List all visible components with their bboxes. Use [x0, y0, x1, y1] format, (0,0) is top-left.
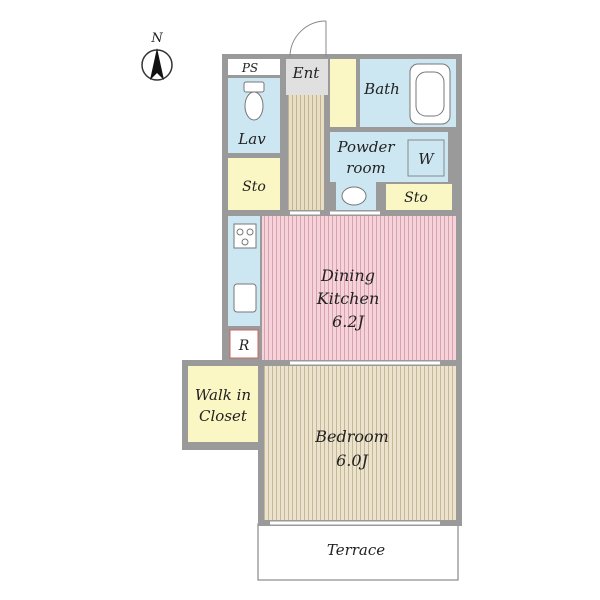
dining-label-line2: Kitchen: [316, 289, 380, 308]
storage-right: [386, 184, 452, 210]
north-arrow-icon: N: [141, 31, 173, 81]
stove-icon: [233, 223, 257, 249]
walkin-label-line2: Closet: [199, 407, 248, 425]
dining-size-label: 6.2J: [332, 312, 365, 331]
kitchen-sink-icon: [233, 283, 257, 313]
toilet-icon: [243, 81, 265, 121]
walk-in-closet: [188, 366, 258, 442]
w-label: W: [418, 150, 435, 168]
washer-slot: [407, 139, 445, 177]
storage-left: [228, 158, 280, 210]
bedroom-size-label: 6.0J: [336, 451, 369, 470]
sto-left-label: Sto: [242, 179, 266, 195]
sto-right-label: Sto: [404, 190, 428, 206]
ps-shaft: [228, 59, 280, 75]
shoe-closet: [330, 59, 356, 127]
corridor: [288, 95, 324, 210]
entrance: [286, 59, 328, 95]
sink-icon: [336, 182, 376, 210]
powder-label-line1: Powder: [336, 138, 395, 156]
bedroom-label: Bedroom: [314, 427, 389, 446]
entrance-door-swing: [289, 20, 327, 58]
compass-label: N: [150, 31, 163, 46]
bedroom: [264, 366, 456, 520]
bathtub-icon: [409, 63, 451, 125]
refrigerator-label: R: [238, 338, 250, 354]
lav-label: Lav: [237, 130, 266, 148]
dining-label-line1: Dining: [320, 266, 375, 285]
ent-label: Ent: [292, 64, 321, 82]
powder-label-line2: room: [346, 159, 385, 177]
refrigerator: [229, 329, 259, 359]
ps-label: PS: [241, 61, 258, 75]
terrace-label: Terrace: [327, 541, 385, 559]
walkin-label-line1: Walk in: [195, 386, 251, 404]
bath-label: Bath: [363, 80, 400, 98]
dining-kitchen: [262, 216, 456, 360]
